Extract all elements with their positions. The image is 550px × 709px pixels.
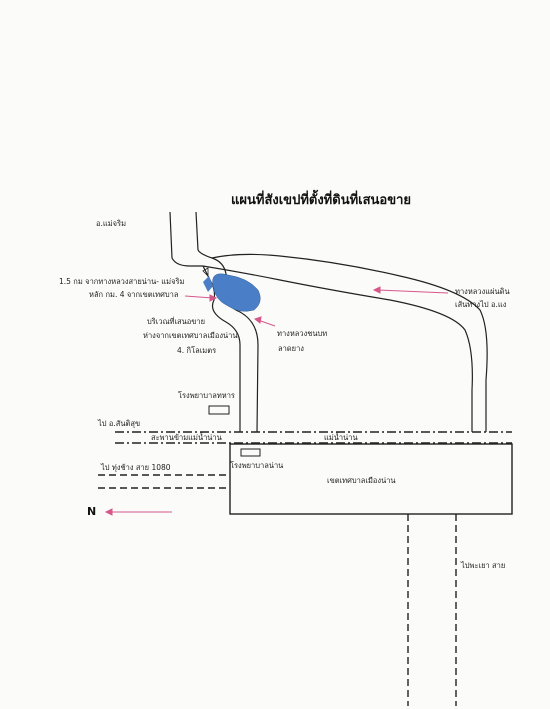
national-highway-road: [202, 253, 488, 432]
label-rural-road: ทางหลวงชนบท: [277, 329, 328, 338]
nan-hospital-icon: [240, 448, 261, 457]
label-to-tung-chang: ไป ทุ่งช้าง สาย 1080: [101, 463, 171, 472]
label-km-from-junction: 1.5 กม จากทางหลวงสายน่าน- แม่จริม: [59, 277, 185, 286]
municipality-boundary: [229, 443, 513, 515]
label-route-to: เส้นทางไป อ.แง: [455, 300, 507, 309]
label-municipality: เขตเทศบาลเมืองน่าน: [327, 476, 396, 485]
north-label: N: [87, 505, 97, 518]
label-distance-km: 4. กิโลเมตร: [177, 346, 217, 355]
label-military-hospital: โรงพยาบาลทหาร: [178, 391, 235, 400]
label-mae-charim: อ.แม่จริม: [96, 219, 127, 228]
west-dashed-roads: [98, 474, 230, 489]
label-distance-from-municipality: ห่างจากเขตเทศบาลเมืองน่าน: [143, 331, 238, 340]
nan-river-lines: [115, 431, 512, 444]
annotation-arrows: [104, 286, 449, 516]
junction-marker-icon: [202, 267, 209, 277]
label-km-marker: หลัก กม. 4 จากเขตเทศบาล: [89, 290, 179, 299]
land-parcel-shape: [212, 273, 261, 312]
label-nan-hospital: โรงพยาบาลน่าน: [230, 461, 284, 470]
south-dashed-roads: [407, 514, 457, 706]
label-proposed-area: บริเวณที่เสนอขาย: [147, 317, 205, 326]
label-bridge: สะพานข้ามแม่น้ำน่าน: [151, 433, 222, 442]
label-paved: ลาดยาง: [278, 344, 304, 353]
label-nan-river: แม่น้ำน่าน: [324, 433, 358, 442]
land-parcel-small-shape: [203, 276, 213, 292]
label-to-santisuk: ไป อ.สันติสุข: [98, 419, 141, 428]
label-national-highway: ทางหลวงแผ่นดิน: [455, 287, 510, 296]
military-hospital-icon: [208, 405, 230, 415]
label-to-phayao: ไปพะเยา สาย: [461, 561, 506, 570]
map-title: แผนที่สังเขปที่ตั้งที่ดินที่เสนอขาย: [231, 193, 412, 208]
